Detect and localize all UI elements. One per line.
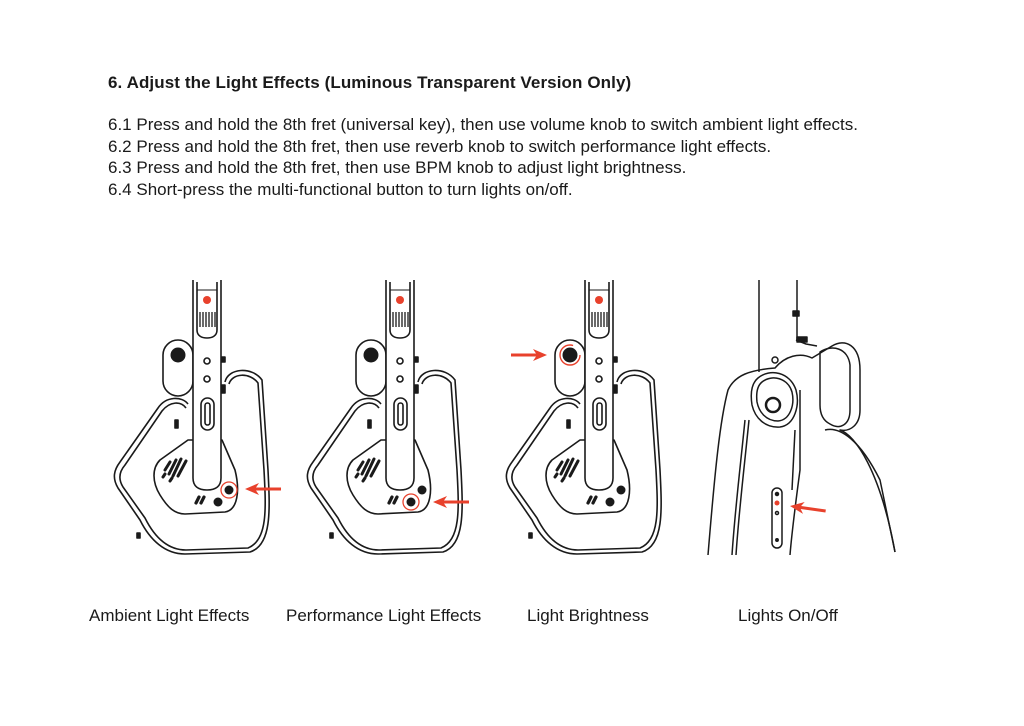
caption-light-brightness: Light Brightness xyxy=(527,606,649,625)
guitar-illustration xyxy=(112,278,271,556)
multi-function-button-highlight xyxy=(774,500,780,506)
step-6-3: 6.3 Press and hold the 8th fret, then us… xyxy=(108,158,687,177)
red-arrow-icon xyxy=(511,349,547,361)
volume-knob-highlight xyxy=(220,481,238,499)
guitar-illustration xyxy=(504,278,663,556)
section-title: 6. Adjust the Light Effects (Luminous Tr… xyxy=(108,73,632,92)
instruction-list: 6.1 Press and hold the 8th fret (univers… xyxy=(108,114,858,200)
figure-performance-light xyxy=(305,278,469,556)
red-arrow-icon xyxy=(245,483,281,495)
caption-performance-light-effects: Performance Light Effects xyxy=(286,606,482,625)
guitar-illustration xyxy=(305,278,464,556)
figure-lights-on-off xyxy=(707,280,896,556)
red-arrow-icon xyxy=(433,496,469,508)
bpm-knob-highlight xyxy=(559,344,581,366)
step-6-2: 6.2 Press and hold the 8th fret, then us… xyxy=(108,136,772,156)
reverb-knob-highlight xyxy=(402,493,420,511)
caption-lights-on-off: Lights On/Off xyxy=(738,606,838,625)
step-6-4: 6.4 Short-press the multi-functional but… xyxy=(108,179,573,199)
figure-light-brightness xyxy=(504,278,663,556)
caption-ambient-light-effects: Ambient Light Effects xyxy=(89,606,250,625)
figure-ambient-light xyxy=(112,278,281,556)
step-6-1: 6.1 Press and hold the 8th fret (univers… xyxy=(108,115,858,134)
